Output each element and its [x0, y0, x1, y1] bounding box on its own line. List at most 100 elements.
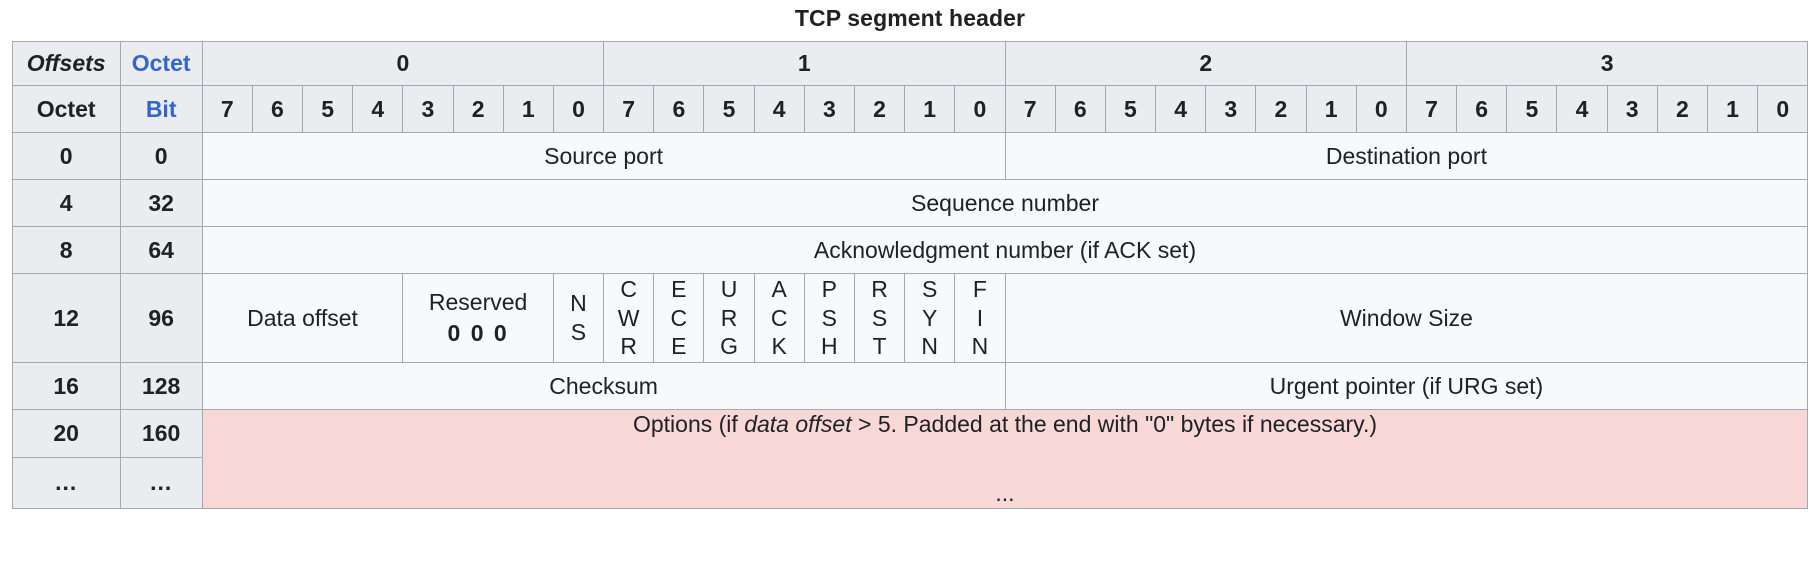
bit-header-cell: 7: [603, 85, 655, 133]
field-reserved-label: Reserved: [428, 289, 528, 316]
field-reserved-bits: 0 0 0: [447, 320, 509, 346]
bit-header-cell: 1: [1706, 85, 1759, 133]
bit-header-cell: 4: [1155, 85, 1207, 133]
flag-ack: A C K: [753, 273, 805, 363]
bit-header-cell: 0: [1355, 85, 1407, 133]
bit-header-cell: 4: [753, 85, 805, 133]
bit-header-cell: 4: [1556, 85, 1608, 133]
flag-letter: Y: [922, 304, 938, 331]
flag-letter: T: [872, 333, 887, 360]
bit-header-cell: 4: [352, 85, 404, 133]
octet-group-2: 2: [1004, 41, 1407, 86]
field-options-text: Options (if data offset > 5. Padded at t…: [203, 410, 1808, 439]
field-options: Options (if data offset > 5. Padded at t…: [201, 409, 1809, 509]
page-title: TCP segment header: [794, 5, 1026, 31]
field-sequence-number: Sequence number: [201, 179, 1809, 227]
bit-header-cell: 5: [703, 85, 755, 133]
row-bit-offset: 128: [119, 362, 203, 410]
row-bit-offset: 160: [119, 408, 203, 459]
flag-letter: R: [620, 333, 637, 360]
table-row: 16 128 Checksum Urgent pointer (if URG s…: [11, 362, 1809, 410]
flag-letter: I: [976, 304, 984, 331]
row-bit-offset-continuation: ...: [119, 457, 203, 509]
table-row: 8 64 Acknowledgment number (if ACK set): [11, 226, 1809, 274]
field-acknowledgment-number: Acknowledgment number (if ACK set): [201, 226, 1809, 274]
row-octet-offset-continuation: ...: [11, 457, 121, 509]
flag-ns: N S: [552, 273, 605, 363]
bit-header-cell: 2: [1656, 85, 1708, 133]
flag-letter: C: [770, 304, 788, 331]
bit-header-cell: 1: [1305, 85, 1357, 133]
field-reserved: Reserved 0 0 0: [402, 273, 554, 363]
field-options-continuation: ...: [995, 479, 1015, 506]
flag-letter: S: [871, 304, 888, 331]
flag-letter: N: [921, 333, 938, 360]
flag-letter: C: [620, 275, 637, 302]
bit-header-cell: 1: [904, 85, 956, 133]
flag-letter: H: [821, 333, 838, 360]
octet-group-3: 3: [1405, 41, 1809, 86]
bit-header-cell: 1: [502, 85, 554, 133]
bit-header-cell: 2: [853, 85, 906, 133]
bit-column-link[interactable]: Bit: [119, 85, 203, 133]
field-window-size: Window Size: [1004, 273, 1809, 363]
bit-header-cell: 3: [1606, 85, 1658, 133]
bit-header-cell: 0: [552, 85, 605, 133]
bit-header-cell: 3: [803, 85, 855, 133]
bit-header-cell: 3: [402, 85, 454, 133]
flag-letter: S: [922, 275, 938, 302]
field-destination-port: Destination port: [1004, 132, 1809, 180]
flag-letter: P: [821, 275, 838, 302]
bit-header-cell: 6: [653, 85, 705, 133]
flag-psh: P S H: [803, 273, 855, 363]
bit-header-cell: 5: [301, 85, 354, 133]
table-row: 4 32 Sequence number: [11, 179, 1809, 227]
flag-cwr: C W R: [603, 273, 655, 363]
row-bit-offset: 64: [119, 226, 203, 274]
flag-letter: E: [671, 275, 687, 302]
bit-header-cell: 7: [1405, 85, 1458, 133]
row-bit-offset: 0: [119, 132, 203, 180]
table-row: 0 0 Source port Destination port: [11, 132, 1809, 180]
bit-header-cell: 2: [452, 85, 504, 133]
flag-urg: U R G: [703, 273, 755, 363]
bit-header-cell: 0: [954, 85, 1006, 133]
flag-letter: G: [720, 333, 738, 360]
row-octet-offset: 12: [11, 273, 121, 363]
table-row: 12 96 Data offset Reserved 0 0 0 N S C W…: [11, 273, 1809, 363]
flag-letter: F: [972, 275, 987, 302]
octet-group-1: 1: [603, 41, 1006, 86]
flag-letter: N: [570, 290, 587, 317]
flag-letter: E: [671, 333, 687, 360]
bit-header-cell: 6: [251, 85, 304, 133]
field-checksum: Checksum: [201, 362, 1006, 410]
flag-letter: R: [720, 304, 738, 331]
flag-letter: W: [617, 304, 640, 331]
bit-header-cell: 2: [1255, 85, 1307, 133]
field-data-offset: Data offset: [201, 273, 404, 363]
row-bit-offset: 96: [119, 273, 203, 363]
row-octet-offset: 0: [11, 132, 121, 180]
field-urgent-pointer: Urgent pointer (if URG set): [1004, 362, 1809, 410]
octet-row-header-label: Octet: [11, 85, 121, 133]
row-octet-offset: 8: [11, 226, 121, 274]
flag-rst: R S T: [853, 273, 906, 363]
bit-header-cell: 6: [1456, 85, 1508, 133]
octet-group-0: 0: [201, 41, 605, 86]
flag-ece: E C E: [653, 273, 705, 363]
tcp-segment-header-table: Offsets Octet 0 1 2 3 Octet Bit 7 6 5 4: [11, 41, 1809, 509]
options-text-part: > 5. Padded at the end with "0" bytes if…: [851, 411, 1378, 437]
flag-letter: S: [821, 304, 838, 331]
octet-column-link[interactable]: Octet: [119, 41, 203, 86]
flag-letter: A: [771, 275, 787, 302]
bit-header-cell: 6: [1054, 85, 1106, 133]
bit-header-cell: 0: [1757, 85, 1809, 133]
table-row: ... ...: [11, 457, 1808, 509]
flag-fin: F I N: [954, 273, 1006, 363]
header-row-bits: Octet Bit 7 6 5 4 3 2 1 0 7 6 5 4 3 2 1 …: [11, 85, 1809, 133]
table-row: 20 160 Options (if data offset > 5. Padd…: [11, 408, 1809, 509]
flag-letter: N: [971, 333, 989, 360]
flag-syn: S Y N: [904, 273, 956, 363]
offsets-header-label: Offsets: [11, 41, 121, 86]
